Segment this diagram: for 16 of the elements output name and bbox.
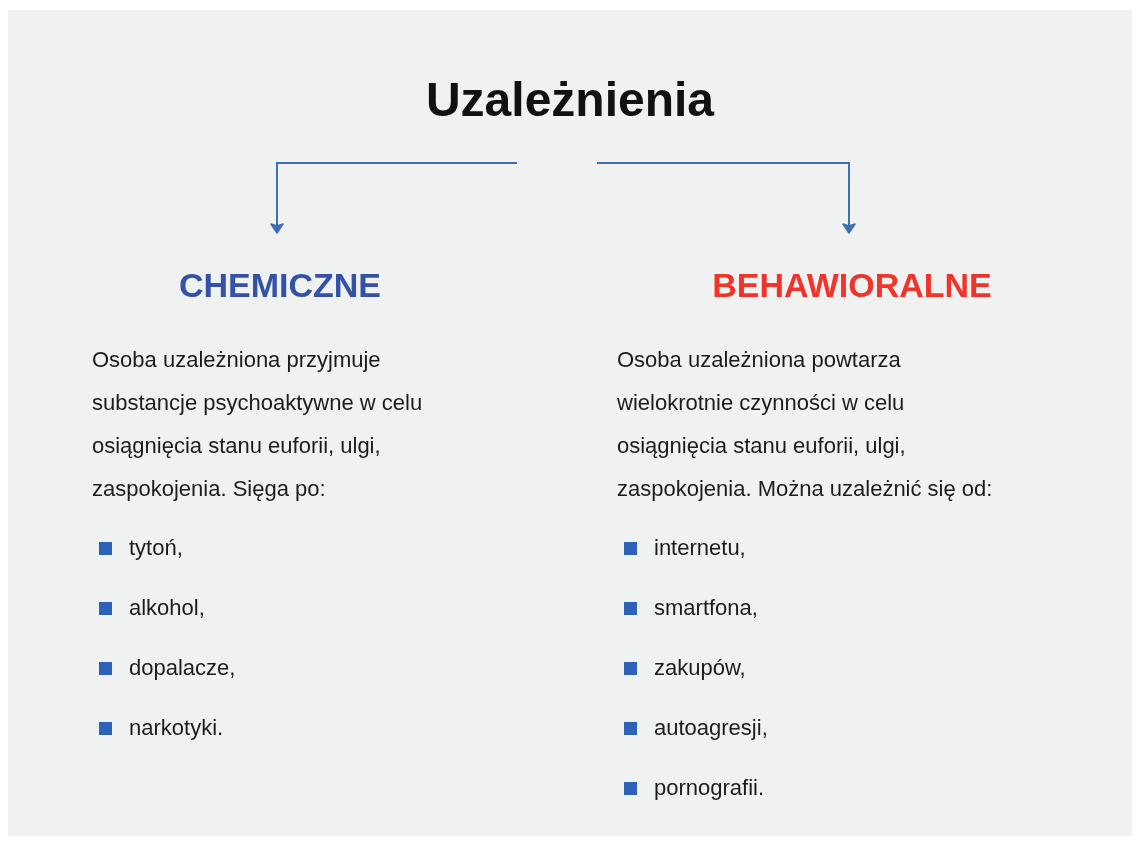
- category-heading: BEHAWIORALNE: [682, 234, 1022, 310]
- list-item: tytoń,: [129, 534, 183, 562]
- list-item: autoagresji,: [654, 714, 768, 742]
- description-text: Osoba uzależniona przyjmuje substancje psychoaktywne w celu osiągnięcia stanu euforii, ulgi, zaspokojenia. Sięga po:: [92, 346, 424, 503]
- list-item: zakupów,: [654, 654, 746, 682]
- description-text: Osoba uzależniona powtarza wielokrotnie czynności w celu osiągnięcia stanu euforii, ulgi, zaspokojenia. Można uzależnić się od:: [617, 346, 994, 503]
- list-item: smartfona,: [654, 594, 758, 622]
- title-text: Uzależnienia: [370, 62, 770, 163]
- list-item: alkohol,: [129, 594, 205, 622]
- arrow: [596, 162, 856, 234]
- category-heading: CHEMICZNE: [140, 234, 420, 310]
- list-item: dopalacze,: [129, 654, 236, 682]
- arrow: [270, 162, 518, 234]
- list-item: pornografii.: [654, 774, 765, 802]
- list-item: internetu,: [654, 534, 746, 562]
- list-item: narkotyki.: [129, 714, 224, 742]
